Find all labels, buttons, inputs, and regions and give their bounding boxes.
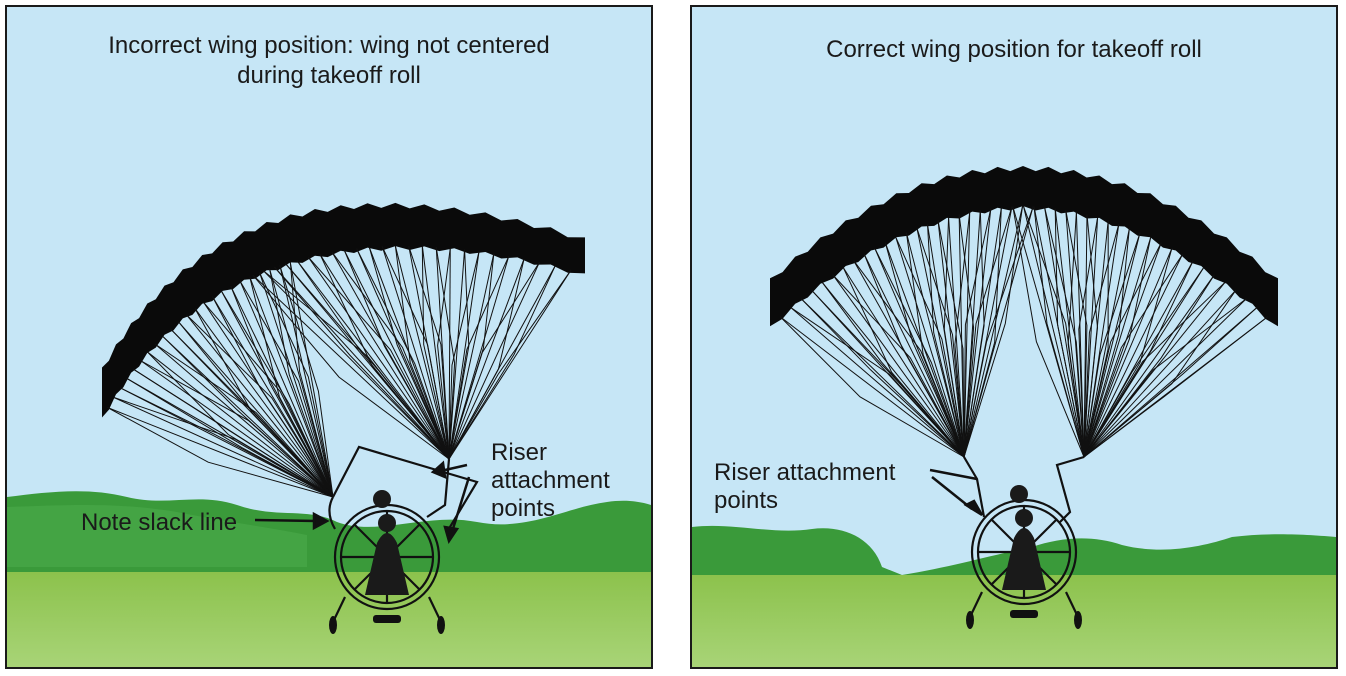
paramotor-cart [328,445,479,634]
pilot-silhouette [365,533,409,595]
panel-title: Incorrect wing position: wing not center… [108,32,550,89]
engine-hub [373,490,391,508]
front-wheel [1010,610,1038,618]
label-arrows [929,468,984,517]
incorrect-wing-scene [7,202,651,667]
riser-attachment-label: Riser attachment points [491,439,610,522]
wing-body [102,202,585,418]
suspension-lines [779,205,1269,458]
slack-line-label: Note slack line [81,509,238,536]
wheel-right [1074,611,1082,629]
pilot-head [378,514,396,532]
wheel-right [437,616,445,634]
panel-title: Correct wing position for takeoff roll [826,36,1202,63]
pilot-head [1015,509,1033,527]
label-arrows [254,460,471,544]
correct-wing-scene [692,166,1336,667]
grass-field [692,575,1336,667]
wing-canopy [770,166,1278,327]
engine-hub [1010,485,1028,503]
pilot-silhouette [1002,528,1046,590]
riser-left [332,445,479,533]
paramotor-cart [963,455,1085,629]
suspension-lines [107,245,572,498]
correct-wing-panel: Correct wing position for takeoff roll R… [690,5,1338,669]
wing-body [770,166,1278,327]
front-wheel [373,615,401,623]
hills-highlight [7,504,307,567]
wheel-left [329,616,337,634]
wheel-left [966,611,974,629]
slack-line [328,496,336,530]
riser-attachment-label: Riser attachment points [714,459,896,514]
riser-right [1055,455,1085,523]
grass-field [7,572,651,667]
wing-canopy [102,202,585,418]
riser-right [426,458,451,518]
incorrect-wing-panel: Incorrect wing position: wing not center… [5,5,653,669]
